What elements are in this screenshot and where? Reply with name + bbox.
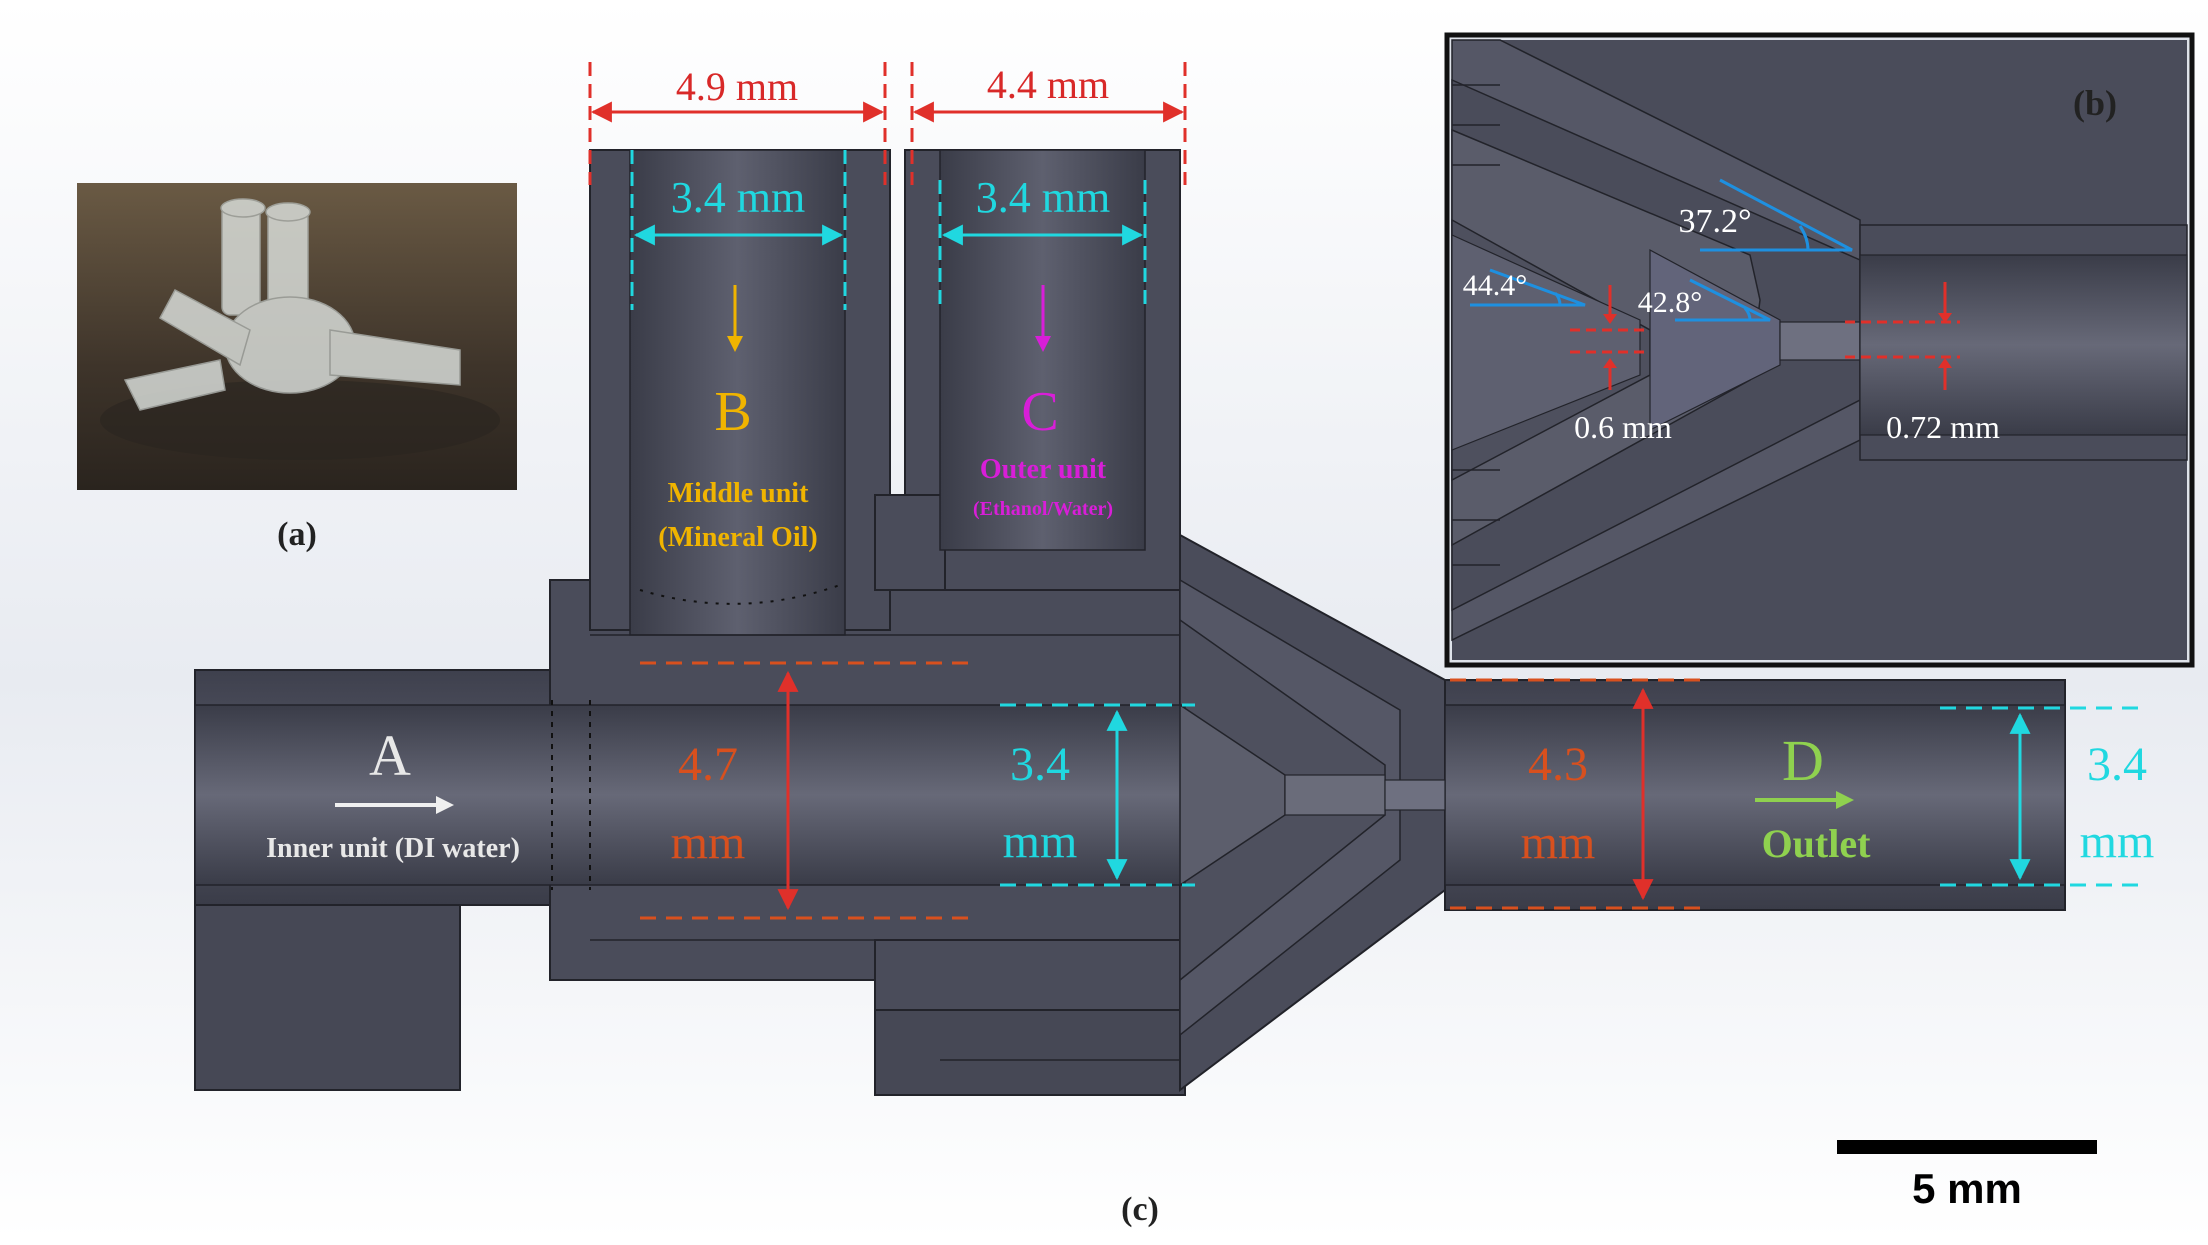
label-b: (b) [2073,83,2117,123]
top-dimensions: 4.9 mm 4.4 mm 3.4 mm 3.4 mm [588,62,1187,310]
inlet-B: B Middle unit (Mineral Oil) [658,285,818,553]
outlet-inner-unit: mm [2080,815,2155,868]
inlet-B-letter: B [714,381,751,443]
dim-middle-outer: 4.9 mm [676,64,798,109]
outlet-outer-unit: mm [1521,816,1596,869]
inlet-A: A Inner unit (DI water) [266,723,520,864]
angle-inner: 44.4° [1463,269,1528,302]
inner-inner-unit: mm [1003,815,1078,868]
dim-outer-outer: 4.4 mm [987,62,1109,107]
device-body [194,149,2066,1096]
inner-outer-value: 4.7 [678,738,738,791]
inlet-A-letter: A [369,723,411,788]
inlet-C-fluid: (Ethanol/Water) [973,498,1113,520]
outlet-D-label: Outlet [1762,821,1872,866]
outlet-D: D Outlet [1755,728,1871,866]
photo-panel-a: (a) [77,183,517,553]
dim-middle-inner: 3.4 mm [671,173,805,222]
orifice-outer: 0.72 mm [1886,409,2000,445]
inlet-B-label: Middle unit [668,478,809,509]
channel-dimensions: 4.7 mm 3.4 mm 4.3 mm 3.4 mm [640,661,2155,920]
orifice-inner: 0.6 mm [1574,409,1672,445]
inlet-C-label: Outer unit [980,454,1107,485]
outlet-outer-value: 4.3 [1528,738,1588,791]
outlet-D-letter: D [1782,728,1824,793]
outlet-inner-value: 3.4 [2087,738,2147,791]
scale-bar: 5 mm [1837,1140,2097,1212]
label-a: (a) [277,516,317,553]
inlet-B-fluid: (Mineral Oil) [658,522,817,553]
inner-outer-unit: mm [671,816,746,869]
dim-outer-inner: 3.4 mm [976,173,1110,222]
inset-panel-b: 37.2° 44.4° 42.8° 0.6 mm 0.72 mm (b) [1444,32,2195,668]
angle-outer: 37.2° [1678,203,1751,240]
inner-inner-value: 3.4 [1010,738,1070,791]
angle-middle: 42.8° [1638,286,1703,319]
inlet-C: C Outer unit (Ethanol/Water) [973,285,1113,520]
label-c: (c) [1121,1191,1159,1228]
inlet-C-letter: C [1021,381,1058,443]
inlet-A-label: Inner unit (DI water) [266,833,520,864]
scale-bar-label: 5 mm [1912,1165,2022,1212]
